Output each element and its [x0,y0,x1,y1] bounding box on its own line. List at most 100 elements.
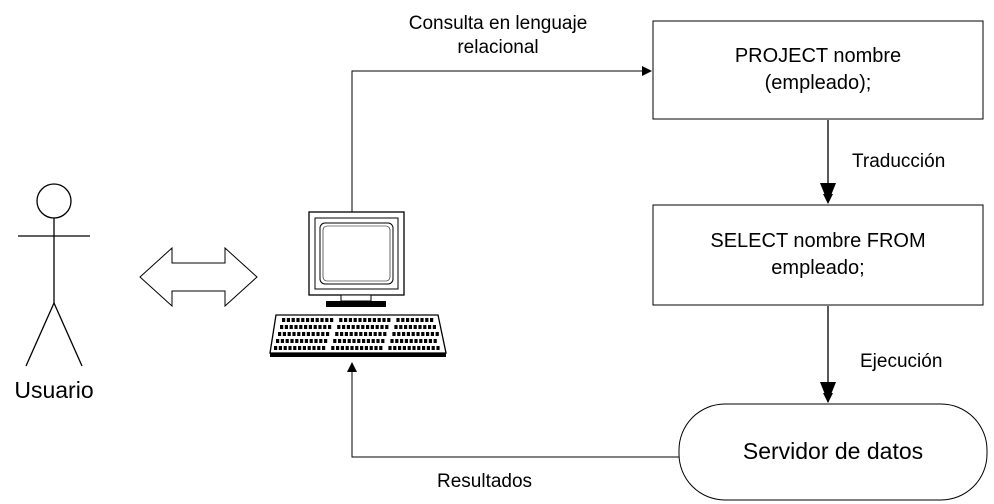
keyboard-key [361,325,365,329]
keyboard-key [285,339,289,343]
keyboard-key [373,332,377,336]
keyboard-key [407,346,411,350]
keyboard-key [300,339,304,343]
keyboard-key [397,332,401,336]
keyboard-key [313,325,317,329]
keyboard-key [412,346,416,350]
keyboard-key [349,332,353,336]
keyboard-key [414,339,418,343]
keyboard-key [395,339,399,343]
keyboard-key [278,332,282,336]
keyboard-key [420,318,424,322]
keyboard-key [280,339,284,343]
project-box-line2: (empleado); [764,72,872,94]
keyboard-key [422,346,426,350]
keyboard-key [316,332,320,336]
keyboard-key [282,318,286,322]
keyboard-key [356,325,360,329]
stick-figure-icon [18,183,90,367]
keyboard-key [401,318,405,322]
keyboard-key [368,318,372,322]
keyboard-key [351,325,355,329]
keyboard-key [404,325,408,329]
keyboard-key [387,318,391,322]
keyboard-key [396,318,400,322]
keyboard-key [372,318,376,322]
keyboard-key [342,325,346,329]
server-box [678,403,988,501]
keyboard-key [419,339,423,343]
keyboard-key [339,318,343,322]
keyboard-key [413,325,417,329]
double-arrow-icon [139,246,258,308]
keyboard-key [436,346,440,350]
keyboard-key [274,346,278,350]
keyboard-key [304,339,308,343]
keyboard-key [330,318,334,322]
keyboard-key [298,346,302,350]
keyboard-key [290,339,294,343]
keyboard-key [301,318,305,322]
execution-label: Ejecución [860,351,943,372]
server-box-label: Servidor de datos [742,438,924,465]
keyboard-key [292,332,296,336]
keyboard-key [364,332,368,336]
keyboard-key [424,339,428,343]
project-box [652,20,984,120]
keyboard-key [428,339,432,343]
server-box-text: Servidor de datos [679,404,987,500]
keyboard-key [355,346,359,350]
keyboard-key [340,332,344,336]
keyboard-key [345,346,349,350]
keyboard-key [291,318,295,322]
keyboard-key [431,346,435,350]
keyboard-key [352,339,356,343]
keyboard-key [406,318,410,322]
keyboard-key [344,332,348,336]
keyboard-key [302,332,306,336]
keyboard-key [402,332,406,336]
keyboard-key [321,332,325,336]
results-label: Resultados [437,471,533,492]
keyboard-key [276,339,280,343]
keyboard-key [402,346,406,350]
keyboard-key [411,332,415,336]
keyboard-key [344,318,348,322]
keyboard-key [375,325,379,329]
keyboard-key [426,332,430,336]
keyboard-key [335,332,339,336]
keyboard-key [320,318,324,322]
select-box-line2: empleado; [771,257,865,279]
keyboard-key [423,325,427,329]
keyboard-key [323,325,327,329]
keyboard-key [348,318,352,322]
keyboard-key [333,339,337,343]
keyboard-key [392,332,396,336]
keyboard-key [421,332,425,336]
keyboard-key [306,318,310,322]
keyboard-key [287,332,291,336]
keyboard-key [409,339,413,343]
results-arrow [347,362,679,458]
computer-icon [269,211,447,357]
keyboard-key [293,346,297,350]
actor-label: Usuario [14,377,94,403]
keyboard-key [358,318,362,322]
keyboard-key [299,325,303,329]
keyboard-key [425,318,429,322]
keyboard-key [430,318,434,322]
keyboard-key [306,332,310,336]
keyboard-key [433,339,437,343]
keyboard-key [379,346,383,350]
keyboard-key [374,346,378,350]
keyboard-key [408,325,412,329]
keyboard-key [376,339,380,343]
keyboard-key [331,346,335,350]
keyboard-key [370,325,374,329]
keyboard-key [418,325,422,329]
keyboard-key [337,325,341,329]
keyboard-key [357,339,361,343]
keyboard-key [280,325,284,329]
keyboard-key [354,332,358,336]
keyboard-key [359,332,363,336]
